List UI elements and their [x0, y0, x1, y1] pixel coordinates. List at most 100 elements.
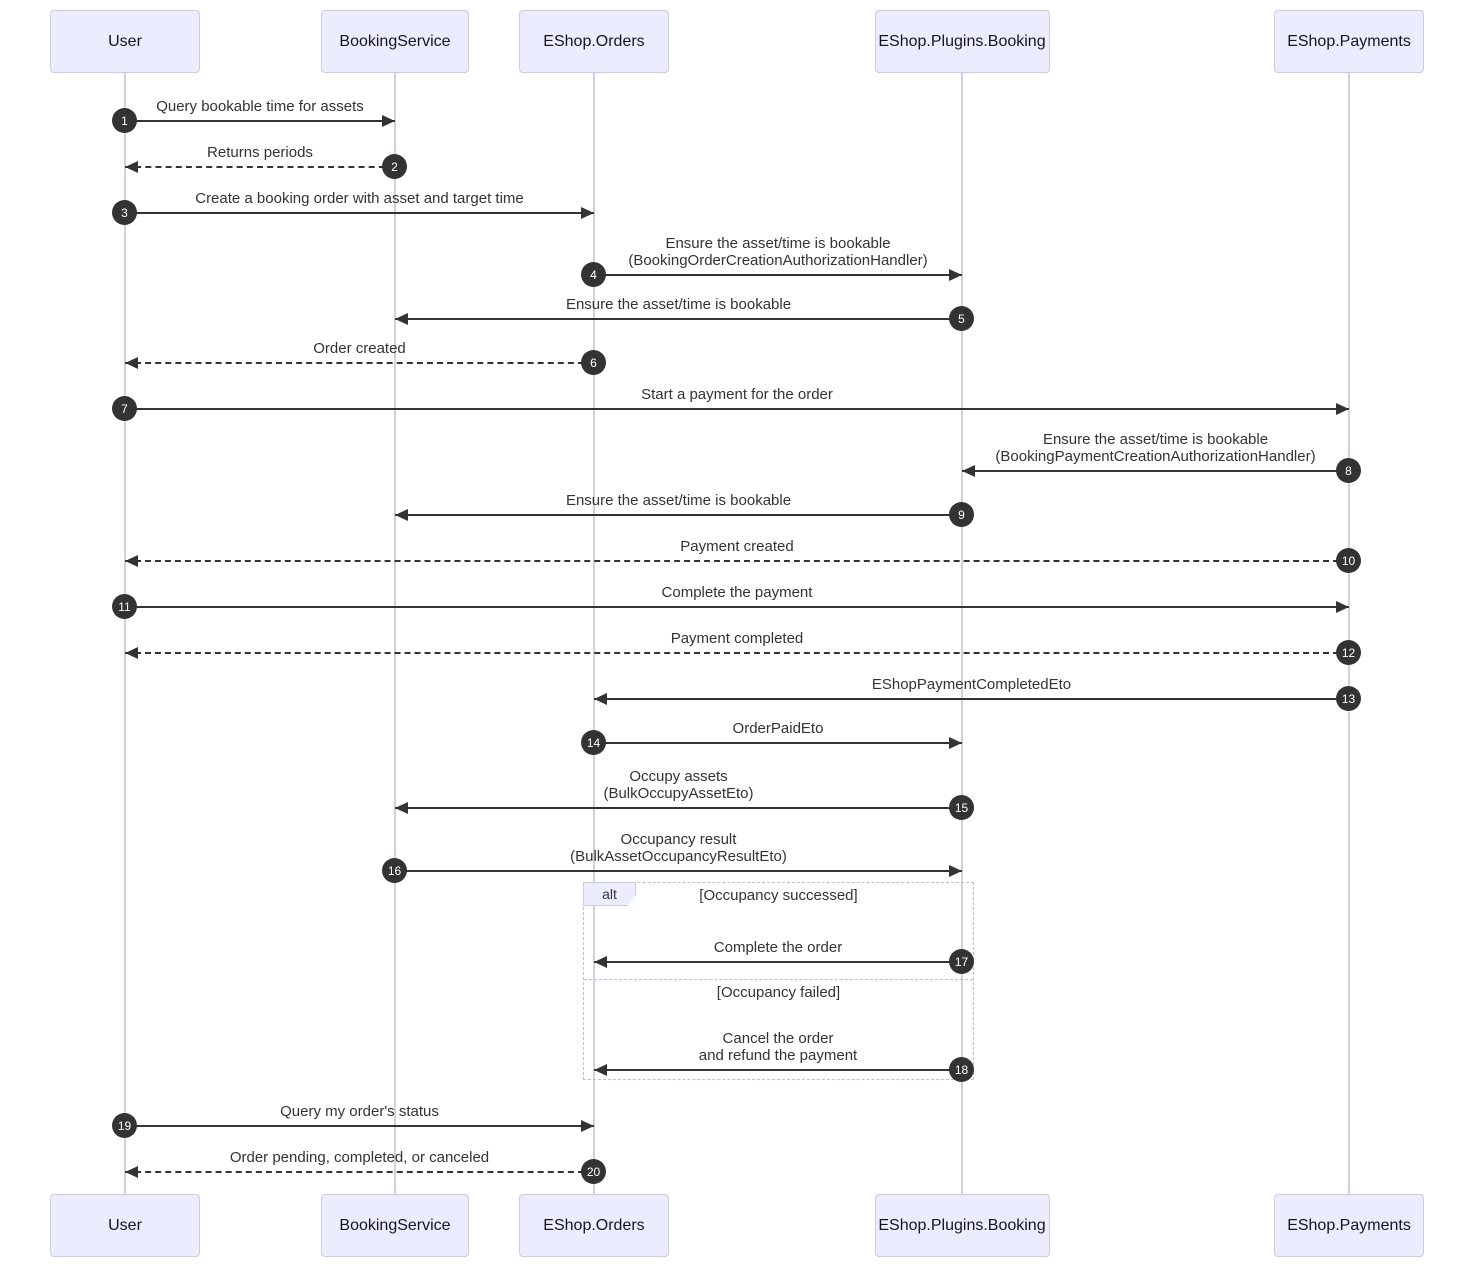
- arrowhead-2: [125, 161, 138, 173]
- message-number-11: 11: [112, 594, 137, 619]
- alt-condition-success: [Occupancy successed]: [699, 887, 858, 904]
- message-number-20: 20: [581, 1159, 606, 1184]
- arrowhead-3: [581, 207, 594, 219]
- message-label-6: Order created: [313, 340, 406, 357]
- arrowhead-1: [382, 115, 395, 127]
- message-line-17: [594, 961, 962, 963]
- actor-label: User: [108, 32, 142, 50]
- message-label-18: Cancel the order and refund the payment: [698, 1030, 858, 1064]
- actor-label: EShop.Orders: [543, 1216, 645, 1234]
- message-line-12: [125, 652, 1349, 654]
- message-label-14: OrderPaidEto: [732, 720, 824, 737]
- actor-label: BookingService: [339, 32, 451, 50]
- message-line-13: [594, 698, 1349, 700]
- arrowhead-17: [594, 956, 607, 968]
- arrowhead-19: [581, 1120, 594, 1132]
- message-line-7: [125, 408, 1349, 410]
- arrowhead-8: [962, 465, 975, 477]
- alt-frame-label: alt: [583, 882, 636, 906]
- arrowhead-11: [1336, 601, 1349, 613]
- message-number-3: 3: [112, 200, 137, 225]
- message-label-4: Ensure the asset/time is bookable (Booki…: [628, 235, 928, 269]
- lifeline-payments: [1348, 73, 1350, 1194]
- message-label-11: Complete the payment: [661, 584, 813, 601]
- message-label-2: Returns periods: [207, 144, 313, 161]
- actor-top-bookingService: BookingService: [321, 10, 469, 73]
- message-line-14: [594, 742, 962, 744]
- actor-bottom-bookingService: BookingService: [321, 1194, 469, 1257]
- actor-top-user: User: [50, 10, 200, 73]
- message-line-5: [395, 318, 962, 320]
- message-label-19: Query my order's status: [280, 1103, 439, 1120]
- message-number-13: 13: [1336, 686, 1361, 711]
- actor-label: EShop.Payments: [1287, 1216, 1411, 1234]
- message-number-8: 8: [1336, 458, 1361, 483]
- message-line-4: [594, 274, 962, 276]
- lifeline-bookingService: [394, 73, 396, 1194]
- message-number-15: 15: [949, 795, 974, 820]
- alt-frame: alt [Occupancy successed] [Occupancy fai…: [583, 882, 974, 1080]
- arrowhead-16: [949, 865, 962, 877]
- message-line-9: [395, 514, 962, 516]
- message-label-12: Payment completed: [670, 630, 804, 647]
- lifeline-pluginsBooking: [961, 73, 963, 1194]
- message-line-3: [125, 212, 594, 214]
- message-label-20: Order pending, completed, or canceled: [229, 1149, 490, 1166]
- message-number-16: 16: [382, 858, 407, 883]
- actor-bottom-orders: EShop.Orders: [519, 1194, 669, 1257]
- actor-bottom-payments: EShop.Payments: [1274, 1194, 1424, 1257]
- message-label-17: Complete the order: [713, 939, 843, 956]
- alt-frame-label-text: alt: [602, 886, 617, 902]
- arrowhead-13: [594, 693, 607, 705]
- actor-top-orders: EShop.Orders: [519, 10, 669, 73]
- message-line-2: [125, 166, 395, 168]
- message-line-15: [395, 807, 962, 809]
- lifeline-orders: [593, 73, 595, 1194]
- message-label-13: EShopPaymentCompletedEto: [871, 676, 1072, 693]
- message-label-9: Ensure the asset/time is bookable: [565, 492, 792, 509]
- message-number-12: 12: [1336, 640, 1361, 665]
- arrowhead-20: [125, 1166, 138, 1178]
- arrowhead-18: [594, 1064, 607, 1076]
- message-line-18: [594, 1069, 962, 1071]
- message-number-9: 9: [949, 502, 974, 527]
- message-line-20: [125, 1171, 594, 1173]
- message-number-5: 5: [949, 306, 974, 331]
- arrowhead-12: [125, 647, 138, 659]
- message-number-6: 6: [581, 350, 606, 375]
- message-number-14: 14: [581, 730, 606, 755]
- message-line-8: [962, 470, 1349, 472]
- actor-label: EShop.Payments: [1287, 32, 1411, 50]
- arrowhead-15: [395, 802, 408, 814]
- actor-top-pluginsBooking: EShop.Plugins.Booking: [874, 10, 1050, 73]
- actor-label: EShop.Plugins.Booking: [878, 32, 1046, 50]
- message-label-5: Ensure the asset/time is bookable: [565, 296, 792, 313]
- message-label-10: Payment created: [680, 538, 794, 555]
- message-line-19: [125, 1125, 594, 1127]
- arrowhead-14: [949, 737, 962, 749]
- actor-label: BookingService: [339, 1216, 451, 1234]
- message-label-16: Occupancy result (BulkAssetOccupancyResu…: [570, 831, 787, 865]
- actor-bottom-user: User: [50, 1194, 200, 1257]
- message-line-11: [125, 606, 1349, 608]
- message-label-15: Occupy assets (BulkOccupyAssetEto): [603, 768, 754, 802]
- arrowhead-5: [395, 313, 408, 325]
- message-number-10: 10: [1336, 548, 1361, 573]
- actor-label: EShop.Plugins.Booking: [878, 1216, 1046, 1234]
- actor-label: User: [108, 1216, 142, 1234]
- message-number-17: 17: [949, 949, 974, 974]
- arrowhead-9: [395, 509, 408, 521]
- message-number-2: 2: [382, 154, 407, 179]
- message-number-4: 4: [581, 262, 606, 287]
- message-label-8: Ensure the asset/time is bookable (Booki…: [995, 431, 1316, 465]
- message-number-19: 19: [112, 1113, 137, 1138]
- actor-bottom-pluginsBooking: EShop.Plugins.Booking: [874, 1194, 1050, 1257]
- message-number-7: 7: [112, 396, 137, 421]
- message-number-18: 18: [949, 1057, 974, 1082]
- actor-label: EShop.Orders: [543, 32, 645, 50]
- message-number-1: 1: [112, 108, 137, 133]
- arrowhead-7: [1336, 403, 1349, 415]
- message-line-1: [125, 120, 395, 122]
- message-line-10: [125, 560, 1349, 562]
